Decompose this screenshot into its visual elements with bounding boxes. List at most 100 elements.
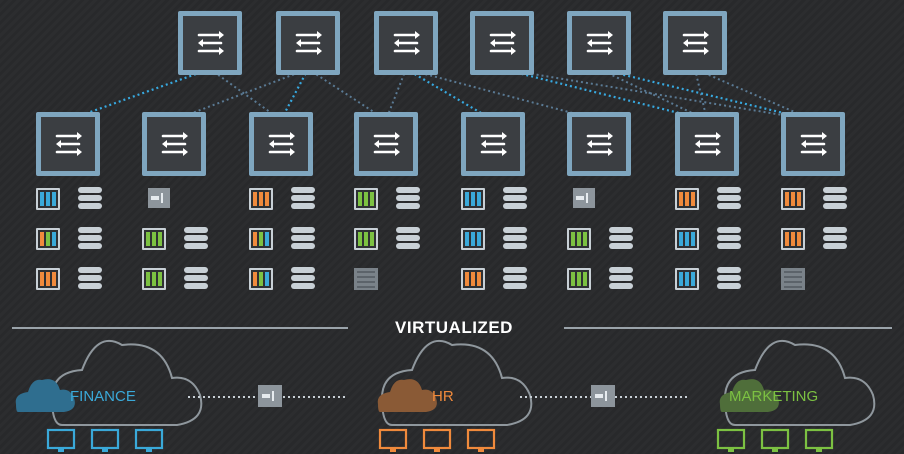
monitor-icon	[90, 428, 120, 452]
database-disk	[184, 227, 208, 233]
database-icon	[609, 267, 633, 289]
server-stripe	[158, 232, 162, 246]
leaf-switch[interactable]	[675, 112, 739, 176]
server-stripe	[471, 232, 475, 246]
network-switch-icon	[799, 130, 829, 158]
server-stripe	[358, 232, 362, 246]
network-switch-icon	[54, 130, 84, 158]
database-disk	[78, 195, 102, 201]
legacy-line	[357, 271, 375, 273]
monitor-stand	[434, 449, 440, 452]
database-disk	[609, 227, 633, 233]
server-rack-icon	[781, 188, 805, 210]
database-icon	[503, 187, 527, 209]
spine-switch[interactable]	[470, 11, 534, 75]
server-stripe	[40, 232, 44, 246]
database-disk	[503, 243, 527, 249]
server-stripe	[253, 232, 257, 246]
legacy-line	[784, 276, 802, 278]
spine-switch[interactable]	[276, 11, 340, 75]
server-stripe	[152, 272, 156, 286]
server-stripe	[679, 192, 683, 206]
leaf-switch[interactable]	[142, 112, 206, 176]
database-icon	[184, 267, 208, 289]
server-rack-icon	[461, 268, 485, 290]
spine-switch[interactable]	[567, 11, 631, 75]
cloud-icon	[15, 379, 75, 412]
database-disk	[78, 283, 102, 289]
firewall-plug	[262, 394, 270, 398]
database-disk	[78, 243, 102, 249]
database-disk	[184, 275, 208, 281]
server-rack-icon	[675, 228, 699, 250]
leaf-switch[interactable]	[461, 112, 525, 176]
server-rack-icon	[36, 228, 60, 250]
database-disk	[609, 267, 633, 273]
database-disk	[291, 283, 315, 289]
firewall-slot	[272, 391, 274, 401]
legacy-line	[784, 271, 802, 273]
database-icon	[503, 227, 527, 249]
firewall-plug	[595, 394, 603, 398]
server-stripe	[691, 192, 695, 206]
database-disk	[503, 235, 527, 241]
legacy-line	[357, 286, 375, 288]
switch-link	[405, 68, 600, 121]
database-disk	[717, 195, 741, 201]
firewall-plug	[576, 196, 584, 200]
legacy-body	[781, 268, 805, 290]
network-switch-icon	[372, 130, 402, 158]
server-stripe	[577, 272, 581, 286]
database-disk	[396, 235, 420, 241]
leaf-switch[interactable]	[354, 112, 418, 176]
server-stripe	[370, 232, 374, 246]
database-disk	[184, 283, 208, 289]
monitor-screen	[378, 428, 408, 450]
cloud-icon	[377, 379, 437, 412]
network-switch-icon	[160, 130, 190, 158]
server-stripe	[465, 272, 469, 286]
database-disk	[823, 187, 847, 193]
leaf-switch[interactable]	[781, 112, 845, 176]
database-disk	[184, 235, 208, 241]
legacy-line	[357, 276, 375, 278]
server-stripe	[583, 272, 587, 286]
database-disk	[396, 227, 420, 233]
network-switch-icon	[196, 29, 226, 57]
server-stripe	[364, 232, 368, 246]
switch-link	[501, 68, 814, 121]
database-disk	[823, 235, 847, 241]
server-rack-icon	[36, 268, 60, 290]
server-stripe	[797, 232, 801, 246]
leaf-switch[interactable]	[249, 112, 313, 176]
firewall-icon	[148, 188, 170, 208]
server-stripe	[685, 192, 689, 206]
leaf-switch[interactable]	[567, 112, 631, 176]
server-stripe	[265, 232, 269, 246]
spine-switch[interactable]	[178, 11, 242, 75]
server-stripe	[152, 232, 156, 246]
network-switch-icon	[693, 130, 723, 158]
spine-switch[interactable]	[374, 11, 438, 75]
database-icon	[291, 227, 315, 249]
monitor-stand	[58, 449, 64, 452]
database-disk	[78, 267, 102, 273]
database-disk	[184, 267, 208, 273]
monitor-icon	[46, 428, 76, 452]
database-disk	[717, 275, 741, 281]
server-rack-icon	[567, 268, 591, 290]
database-icon	[503, 267, 527, 289]
database-disk	[609, 235, 633, 241]
server-stripe	[571, 272, 575, 286]
server-stripe	[583, 232, 587, 246]
database-disk	[503, 195, 527, 201]
server-stripe	[370, 192, 374, 206]
spine-switch[interactable]	[663, 11, 727, 75]
server-stripe	[40, 272, 44, 286]
database-disk	[717, 267, 741, 273]
server-stripe	[465, 232, 469, 246]
leaf-switch[interactable]	[36, 112, 100, 176]
server-rack-icon	[675, 188, 699, 210]
server-stripe	[679, 232, 683, 246]
database-disk	[291, 243, 315, 249]
